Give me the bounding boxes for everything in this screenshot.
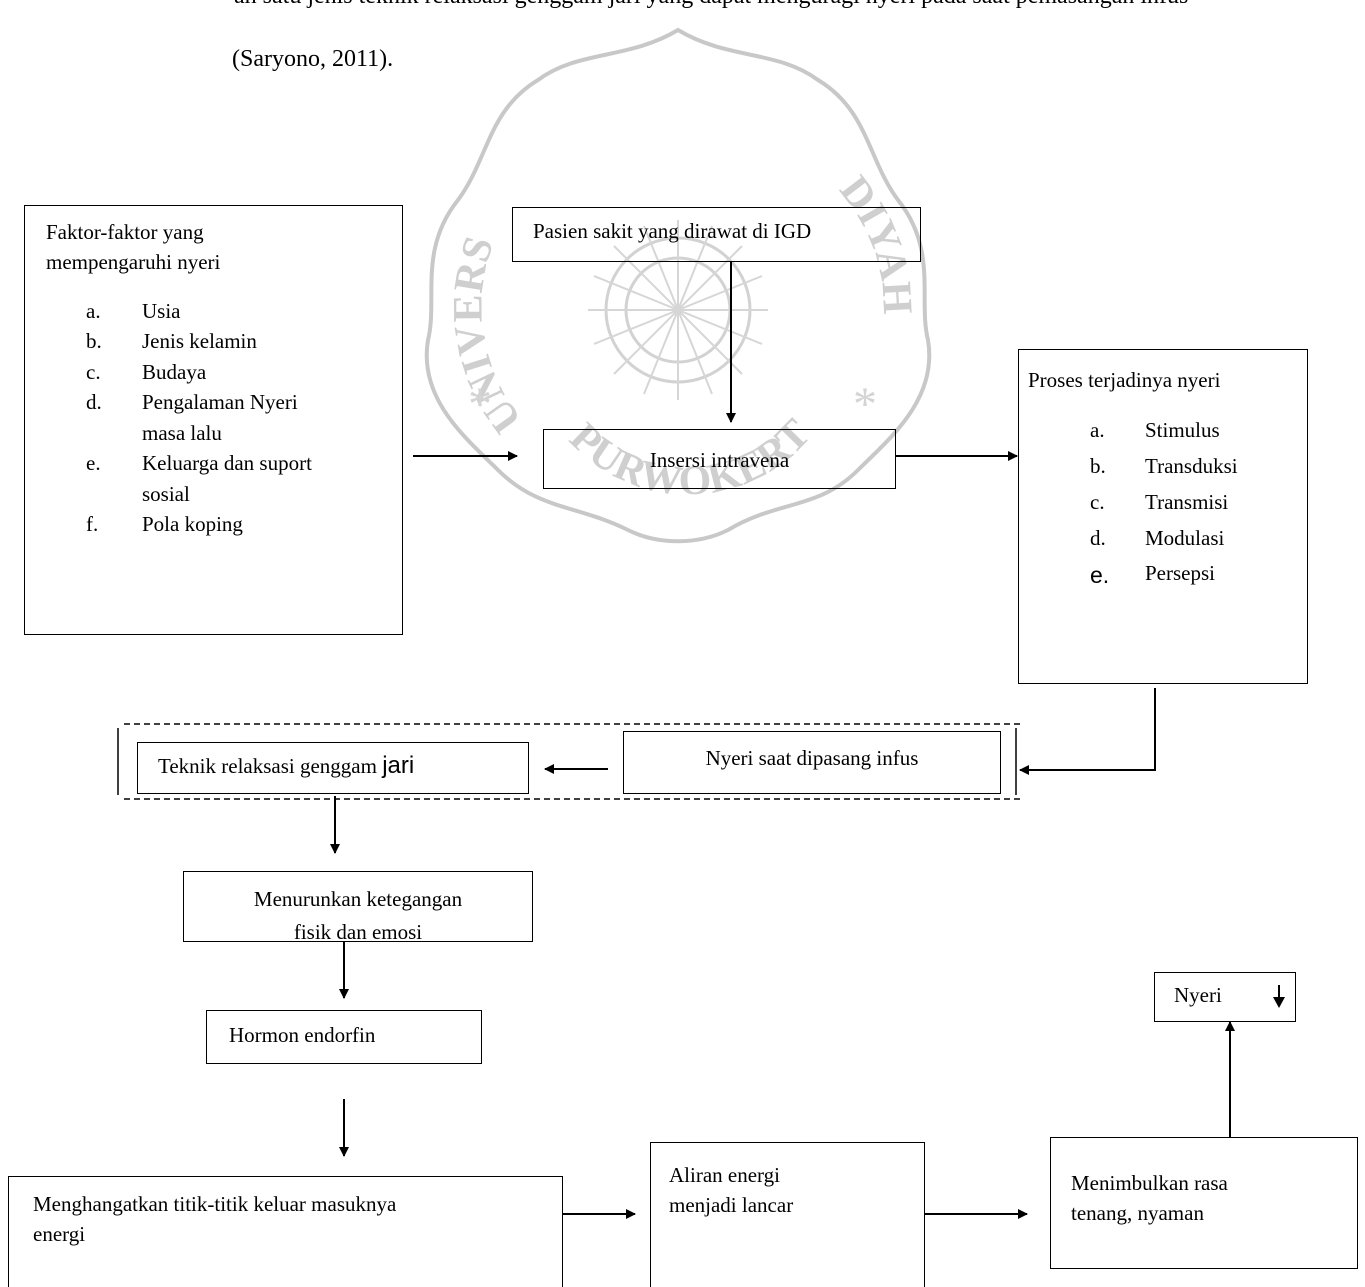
technique-label: Teknik relaksasi genggam: [158, 754, 383, 778]
reduce-line-1: Menurunkan ketegangan: [253, 887, 463, 911]
top-partial-text: ah satu jenis teknik relaksasi genggam j…: [234, 0, 1365, 10]
pain-reduced-box: Nyeri: [1154, 972, 1296, 1022]
pain-reduced-label: Nyeri: [1174, 983, 1222, 1007]
calm-line-1: Menimbulkan rasa: [1071, 1171, 1228, 1195]
hormone-box: Hormon endorfin: [206, 1010, 482, 1064]
warm-line-1: Menghangatkan titik-titik keluar masukny…: [33, 1192, 397, 1216]
flow-line-2: menjadi lancar: [669, 1193, 794, 1218]
process-list: a.Stimulus b.Transduksi c.Transmisi d.Mo…: [1028, 413, 1307, 595]
calm-line-2: tenang, nyaman: [1071, 1201, 1204, 1226]
hormone-box-label: Hormon endorfin: [229, 1023, 376, 1047]
technique-emphasis: jari: [382, 752, 415, 779]
down-arrow-icon: [1273, 985, 1285, 1008]
process-box: Proses terjadinya nyeri a.Stimulus b.Tra…: [1018, 349, 1308, 684]
factors-title-line-1: Faktor-faktor yang: [46, 220, 204, 244]
arrow-process-to-pain: [1019, 688, 1156, 775]
citation: (Saryono, 2011).: [232, 46, 394, 72]
warm-line-2: energi: [33, 1222, 86, 1247]
process-item: d.Modulasi: [1090, 525, 1225, 550]
factors-box: Faktor-faktor yang mempengaruhi nyeri a.…: [24, 205, 403, 635]
watermark-top-text: TAS MUHAMM: [398, 0, 728, 10]
technique-box: Teknik relaksasi genggam jari: [137, 742, 529, 794]
factor-item: c.Budaya: [86, 359, 207, 384]
reduce-line-2: fisik dan emosi: [293, 919, 423, 944]
warm-box: Menghangatkan titik-titik keluar masukny…: [8, 1176, 563, 1287]
svg-text:*: *: [468, 378, 492, 431]
factor-item: b.Jenis kelamin: [86, 329, 257, 354]
university-seal-watermark: TAS MUHAMM UNIVERS DIYAH PURWOKERTO * *: [398, 0, 932, 544]
energy-flow-box: Aliran energi menjadi lancar: [650, 1142, 925, 1287]
process-item: c.Transmisi: [1090, 489, 1229, 514]
process-item: a.Stimulus: [1090, 418, 1220, 443]
factor-item: a.Usia: [86, 298, 181, 323]
factors-list: a.Usia b.Jenis kelamin c.Budaya d.Pengal…: [46, 296, 402, 540]
patient-box: Pasien sakit yang dirawat di IGD: [512, 207, 921, 262]
pain-box: Nyeri saat dipasang infus: [623, 731, 1001, 794]
insertion-box-label: Insersi intravena: [649, 448, 790, 472]
calm-box: Menimbulkan rasa tenang, nyaman: [1050, 1137, 1358, 1269]
factors-title-line-2: mempengaruhi nyeri: [46, 250, 221, 275]
patient-box-label: Pasien sakit yang dirawat di IGD: [533, 219, 812, 243]
insertion-box: Insersi intravena: [543, 429, 896, 489]
flow-line-1: Aliran energi: [669, 1163, 780, 1187]
pain-box-label: Nyeri saat dipasang infus: [705, 746, 919, 770]
factor-item: f.Pola koping: [86, 511, 243, 536]
process-item: e.Persepsi: [1090, 561, 1215, 589]
process-item: b.Transduksi: [1090, 454, 1238, 479]
process-title: Proses terjadinya nyeri: [1028, 368, 1221, 392]
svg-text:*: *: [853, 378, 877, 431]
reduce-tension-box: Menurunkan ketegangan fisik dan emosi: [183, 871, 533, 944]
